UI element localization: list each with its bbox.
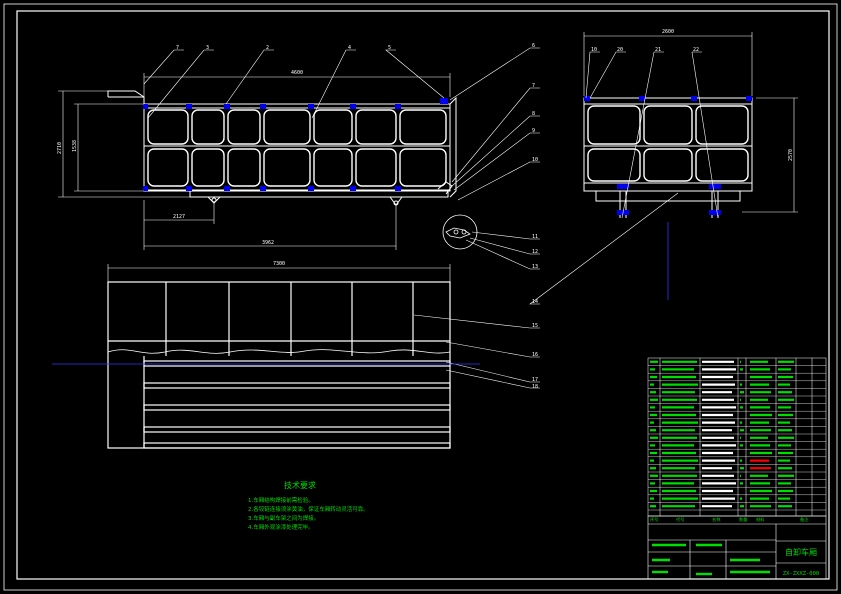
dim-end-right: 2570 <box>788 149 794 161</box>
end-view-leaders <box>585 51 719 219</box>
dim-side-left-inner: 1538 <box>72 140 78 152</box>
callout-right-5: 10 <box>532 157 538 163</box>
bom-header-remark: 备注 <box>800 516 809 523</box>
side-view-leaders <box>143 49 445 119</box>
bom-header-material: 材料 <box>756 516 765 523</box>
dim-side-left-outer: 2710 <box>57 142 63 154</box>
callout-right-8: 13 <box>532 264 538 270</box>
callout-right-13: 18 <box>532 384 538 390</box>
callout-right-6: 11 <box>532 234 538 240</box>
note-line-1: 1.车厢结构焊接前需检验。 <box>248 496 314 504</box>
callout-end-2: 20 <box>617 47 623 53</box>
side-view-dimensions <box>58 73 451 250</box>
bom-header-name: 名称 <box>712 516 720 523</box>
callout-right-11: 16 <box>532 352 538 358</box>
title-block-minor-text <box>652 543 770 576</box>
drawing-number: ZX-ZXXZ-000 <box>783 571 819 577</box>
bom-header-code: 代号 <box>676 516 684 523</box>
bom-header: 序号 代号 名称 数量 材料 备注 <box>650 516 809 523</box>
dim-side-bottom-inner: 2127 <box>173 214 185 220</box>
end-view-dimensions <box>583 32 798 213</box>
technical-notes: 技术要求 1.车厢结构焊接前需检验。 2.各铰链连接须涂黄油，保证车厢转动灵活可… <box>248 480 369 531</box>
callout-right-12: 17 <box>532 377 538 383</box>
dim-side-bottom-total: 3962 <box>262 240 274 246</box>
callout-side-1: 7 <box>176 45 179 51</box>
dim-plan-top: 7300 <box>273 261 285 267</box>
title-block-grid <box>647 515 827 580</box>
end-view-callouts: 10 20 21 22 <box>591 47 699 53</box>
bom-header-index: 序号 <box>650 516 658 523</box>
dim-end-top: 2600 <box>662 29 674 35</box>
callout-end-1: 10 <box>591 47 597 53</box>
note-line-3: 3.车厢与副车架之间为焊接。 <box>248 514 319 522</box>
notes-title: 技术要求 <box>284 480 316 490</box>
callout-right-3: 8 <box>532 111 535 117</box>
plan-view-dimension <box>107 264 451 282</box>
right-leaders <box>413 47 679 389</box>
callout-right-10: 15 <box>532 323 538 329</box>
callout-right-9: 14 <box>532 299 538 305</box>
end-view-posts <box>584 96 752 215</box>
callout-right-4: 9 <box>532 128 535 134</box>
callout-side-3: 2 <box>266 45 269 51</box>
plan-view <box>107 281 451 449</box>
callout-end-3: 21 <box>655 47 661 53</box>
callout-end-4: 22 <box>693 47 699 53</box>
callout-right-2: 7 <box>532 83 535 89</box>
callout-side-5: 5 <box>388 45 391 51</box>
side-view-posts <box>143 98 448 191</box>
bom-table-rows <box>648 360 826 511</box>
side-view <box>107 90 457 206</box>
drawing-name: 自卸车厢 <box>785 547 817 557</box>
callout-right-7: 12 <box>532 249 538 255</box>
dim-side-top: 4600 <box>291 70 303 76</box>
callout-side-4: 4 <box>348 45 351 51</box>
callout-right-1: 6 <box>532 43 535 49</box>
callout-side-2: 3 <box>206 45 209 51</box>
right-callout-labels: 6 7 8 9 10 11 12 13 14 15 16 17 18 <box>532 43 538 390</box>
detail-circle <box>442 214 478 250</box>
drawing-frame <box>3 3 838 591</box>
note-line-4: 4.车厢外观涂漆处理完毕。 <box>248 523 314 531</box>
note-line-2: 2.各铰链连接须涂黄油，保证车厢转动灵活可靠。 <box>248 505 369 513</box>
end-view <box>583 97 753 218</box>
bom-header-qty: 数量 <box>739 516 747 523</box>
